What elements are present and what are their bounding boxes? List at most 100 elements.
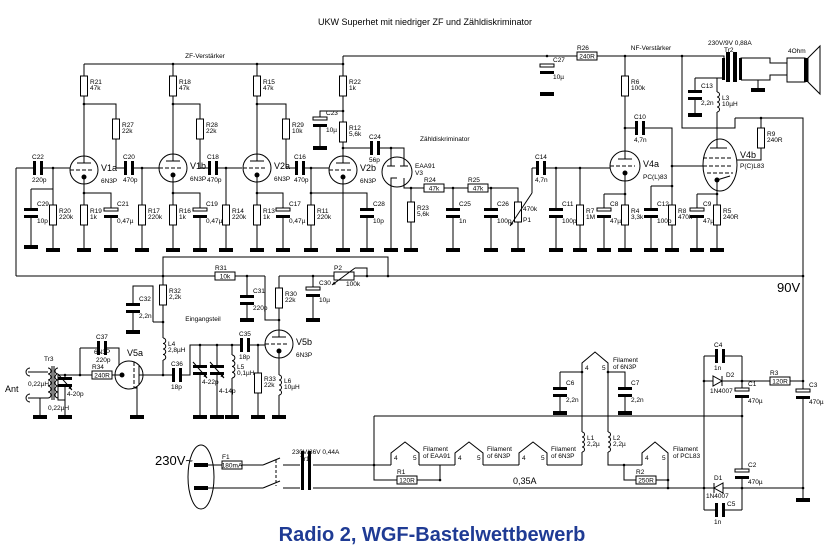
wire bbox=[84, 103, 159, 169]
ground-icon bbox=[130, 415, 144, 419]
junction-dot bbox=[309, 166, 313, 170]
tube-ref: V3 bbox=[415, 170, 423, 177]
junction-dot bbox=[623, 192, 627, 196]
plug-pin bbox=[194, 463, 208, 467]
ground-icon bbox=[225, 415, 239, 419]
section-label-discriminator: Zähldiskriminator bbox=[420, 136, 470, 143]
ground-icon bbox=[511, 248, 525, 252]
component-value: 18p bbox=[239, 354, 250, 361]
wire bbox=[741, 74, 787, 81]
ground-icon bbox=[58, 415, 72, 419]
ground-icon bbox=[46, 248, 60, 252]
capacitor-plate bbox=[360, 208, 374, 211]
component-ref: Tr3 bbox=[44, 356, 54, 363]
ground-icon bbox=[166, 248, 180, 252]
component-ref: R4 bbox=[631, 208, 640, 215]
capacitor-plate bbox=[360, 215, 374, 218]
potentiometer bbox=[514, 201, 522, 223]
component-ref: R23 bbox=[417, 205, 429, 212]
junction-dot bbox=[63, 373, 67, 377]
capacitor-plate bbox=[24, 215, 38, 218]
mains-plug-icon bbox=[187, 444, 215, 510]
tube-type: 6N3P bbox=[274, 176, 290, 183]
component-ref: L4 bbox=[168, 341, 176, 348]
filament-label: of EAA91 bbox=[423, 453, 451, 460]
component-ref: P1 bbox=[523, 217, 531, 224]
junction-dot bbox=[224, 166, 228, 170]
component-ref: C13 bbox=[701, 83, 713, 90]
component-ref: C2 bbox=[748, 462, 757, 469]
component-ref: R25 bbox=[468, 177, 480, 184]
ground-icon bbox=[219, 248, 233, 252]
tube-ref: V2a bbox=[274, 161, 290, 171]
filament-pin: 5 bbox=[413, 455, 417, 462]
junction-dot bbox=[578, 166, 582, 170]
trimmer-plate bbox=[58, 384, 72, 387]
capacitor-plate bbox=[240, 338, 243, 352]
component-ref: C3 bbox=[809, 382, 818, 389]
ground-icon bbox=[644, 248, 658, 252]
component-value: 470k bbox=[678, 214, 693, 221]
component-value: 2,2n bbox=[139, 313, 152, 320]
cap-gap bbox=[240, 298, 254, 302]
junction-dot bbox=[666, 486, 670, 490]
junction-dot bbox=[245, 274, 249, 278]
component-ref: C18 bbox=[207, 154, 219, 161]
component-ref: C37 bbox=[96, 334, 108, 341]
capacitor-plate bbox=[126, 303, 140, 306]
component-value: 240R bbox=[94, 373, 110, 380]
component-value: 47µ bbox=[703, 218, 714, 225]
tube-ref: V1b bbox=[190, 161, 206, 171]
resistor bbox=[169, 75, 177, 97]
component-value: 5,6k bbox=[349, 131, 362, 138]
wire bbox=[735, 117, 804, 498]
junction-dot bbox=[670, 164, 674, 168]
capacitor-plate bbox=[306, 294, 320, 297]
speaker-cone bbox=[807, 44, 821, 96]
ground-icon bbox=[553, 411, 567, 415]
component-ref: R14 bbox=[232, 208, 244, 215]
cap-gap bbox=[718, 349, 722, 363]
capacitor-plate bbox=[313, 124, 327, 127]
junction-dot bbox=[680, 54, 684, 58]
capacitor-plate bbox=[484, 208, 498, 211]
component-value: 1k bbox=[90, 214, 98, 221]
tube-ref: V4b bbox=[740, 150, 756, 160]
component-value: 4,7n bbox=[535, 177, 548, 184]
capacitor-plate bbox=[722, 503, 725, 517]
ground-icon bbox=[549, 248, 563, 252]
junction-dot bbox=[801, 486, 805, 490]
junction-dot bbox=[171, 62, 175, 66]
junction-dot bbox=[623, 54, 627, 58]
ground-icon bbox=[446, 248, 460, 252]
junction-dot bbox=[161, 373, 165, 377]
trimmer-value: 4-14p bbox=[219, 388, 236, 395]
component-value: 470p bbox=[207, 177, 222, 184]
component-value: 220p bbox=[96, 357, 111, 364]
capacitor-plate bbox=[484, 215, 498, 218]
component-value: 10µ bbox=[326, 127, 337, 134]
component-value: 120R bbox=[772, 379, 788, 386]
component-value: 470µ bbox=[748, 398, 763, 405]
component-value: 1n bbox=[714, 365, 722, 372]
component-value: 2,2n bbox=[701, 100, 714, 107]
junction-dot bbox=[623, 126, 627, 130]
component-ref: R11 bbox=[317, 208, 329, 215]
cap-gap bbox=[104, 211, 118, 215]
capacitor-plate bbox=[446, 215, 460, 218]
ground-icon bbox=[272, 415, 286, 419]
transformer-core bbox=[726, 52, 730, 82]
ground-icon bbox=[304, 248, 318, 252]
resistor bbox=[214, 271, 236, 281]
capacitor-plate bbox=[635, 121, 638, 135]
ground-icon bbox=[251, 415, 265, 419]
component-value: 100k bbox=[346, 281, 361, 288]
cap-gap bbox=[735, 472, 749, 476]
capacitor-plate bbox=[276, 215, 290, 218]
component-ref: R27 bbox=[122, 122, 134, 129]
resistor bbox=[713, 204, 721, 226]
wire bbox=[681, 56, 736, 129]
cap-gap bbox=[243, 338, 247, 352]
cap-gap bbox=[313, 120, 327, 124]
ground-icon bbox=[276, 248, 290, 252]
